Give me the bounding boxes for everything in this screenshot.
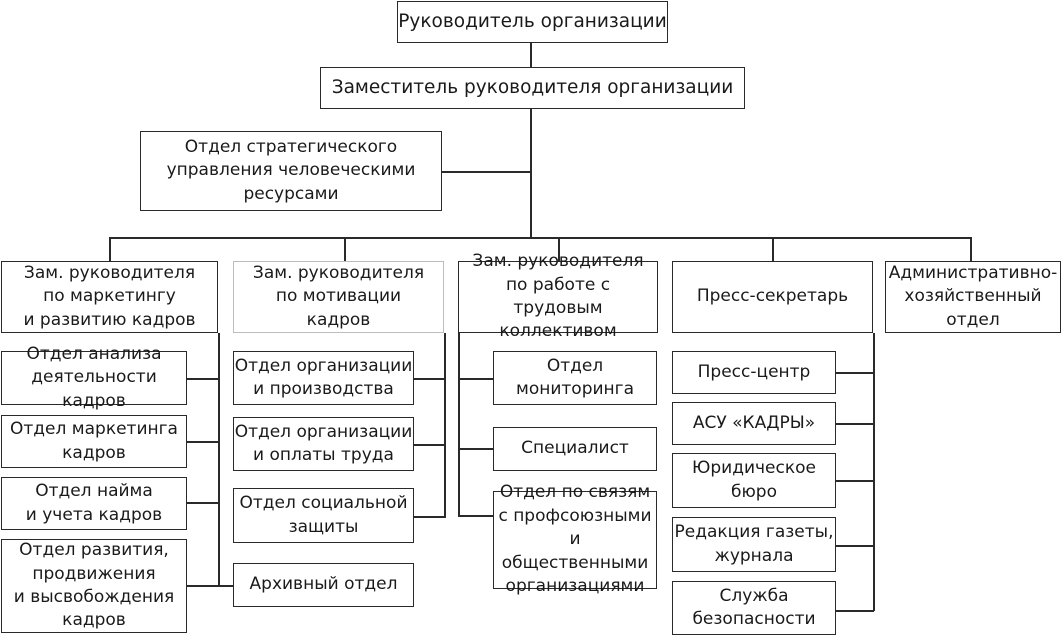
- connector-line: [458, 333, 460, 516]
- connector-line: [218, 333, 220, 586]
- connector-line: [187, 378, 219, 380]
- connector-line: [218, 585, 233, 587]
- connector-line: [836, 610, 874, 612]
- admin-dept-box: Административно- хозяйственный отдел: [885, 261, 1061, 333]
- connector-line: [772, 237, 774, 261]
- dept-box: Отдел найма и учета кадров: [1, 477, 187, 530]
- connector-line: [442, 171, 531, 173]
- press-center-box: Пресс-центр: [672, 351, 836, 394]
- dept-box: Отдел развития, продвижения и высвобожде…: [1, 539, 187, 633]
- archive-dept-box: Архивный отдел: [233, 563, 414, 607]
- connector-line: [458, 515, 493, 517]
- deputy-motivation-box: Зам. руководителя по мотивации кадров: [233, 261, 444, 333]
- connector-line: [414, 516, 445, 518]
- connector-line: [530, 109, 532, 237]
- dept-box: Отдел маркетинга кадров: [1, 415, 187, 468]
- legal-bureau-box: Юридическое бюро: [672, 453, 836, 508]
- connector-line: [558, 237, 560, 261]
- connector-line: [836, 480, 874, 482]
- dept-box: Отдел социальной защиты: [233, 488, 414, 543]
- security-box: Служба безопасности: [672, 581, 836, 635]
- deputy-marketing-box: Зам. руководителя по маркетингу и развит…: [1, 261, 218, 333]
- connector-line: [187, 585, 219, 587]
- connector-line: [458, 448, 493, 450]
- asu-kadry-box: АСУ «КАДРЫ»: [672, 402, 836, 445]
- deputy-workforce-box: Зам. руководителя по работе с трудовым к…: [458, 251, 658, 341]
- deputy-box: Заместитель руководителя организации: [320, 67, 745, 109]
- press-secretary-box: Пресс-секретарь: [672, 261, 873, 333]
- dept-box: Отдел по связям с профсоюзными и обществ…: [493, 482, 657, 596]
- connector-line: [970, 237, 972, 261]
- strategic-dept-box: Отдел стратегического управления человеч…: [140, 131, 442, 211]
- connector-line: [187, 502, 219, 504]
- dept-box: Отдел организации и оплаты труда: [233, 417, 414, 471]
- connector-line: [444, 333, 446, 518]
- newspaper-box: Редакция газеты, журнала: [672, 517, 836, 572]
- dept-box: Отдел организации и производства: [233, 351, 414, 405]
- connector-line: [836, 545, 874, 547]
- specialist-box: Специалист: [493, 427, 657, 471]
- connector-line: [109, 237, 972, 239]
- dept-box: Отдел анализа деятельности кадров: [1, 344, 187, 411]
- connector-line: [836, 423, 874, 425]
- connector-line: [873, 333, 875, 611]
- head-box: Руководитель организации: [397, 1, 668, 43]
- connector-line: [414, 444, 445, 446]
- connector-line: [187, 441, 219, 443]
- connector-line: [109, 237, 111, 261]
- connector-line: [836, 372, 874, 374]
- connector-line: [530, 43, 532, 67]
- dept-box: Отдел мониторинга: [493, 351, 657, 405]
- connector-line: [344, 237, 346, 261]
- connector-line: [414, 378, 445, 380]
- connector-line: [458, 378, 493, 380]
